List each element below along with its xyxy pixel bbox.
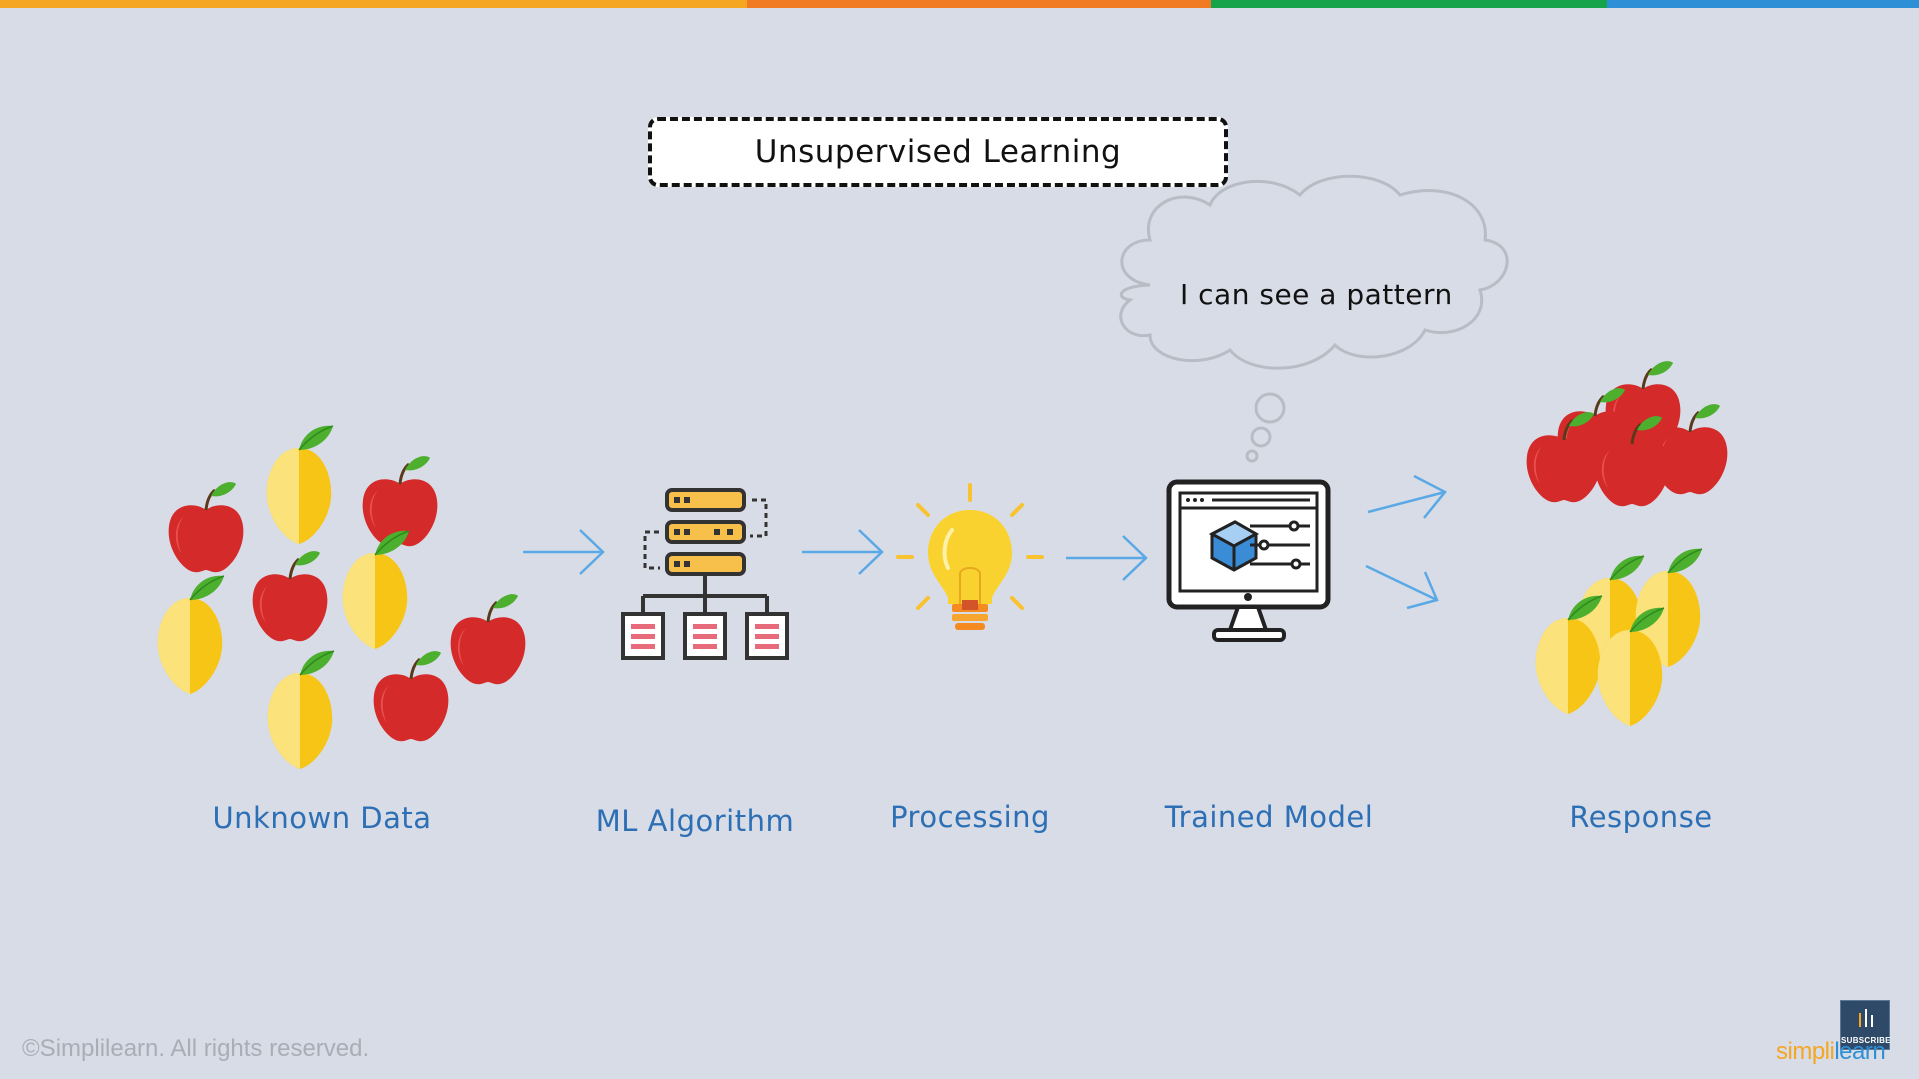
mango-icon [157, 574, 225, 695]
subscribe-icon [1859, 1009, 1873, 1027]
logo-part-learn: learn [1834, 1038, 1886, 1065]
simplilearn-logo: simplilearn [1776, 1038, 1886, 1066]
page-title: Unsupervised Learning [648, 117, 1228, 187]
arrow-down-right-icon [1365, 564, 1439, 610]
top-bar-green [1211, 0, 1607, 8]
arrow-right-icon [1066, 535, 1148, 581]
apple-icon [372, 649, 450, 743]
subscribe-label: SUBSCRIBE [1841, 1036, 1891, 1045]
server-network-icon [621, 488, 789, 660]
apple-icon [167, 480, 245, 574]
response-mangoes [1535, 547, 1703, 727]
label-ml-algorithm: ML Algorithm [595, 804, 795, 838]
top-bar-orange [0, 0, 747, 8]
apple-icon [251, 549, 329, 643]
label-trained-model: Trained Model [1164, 800, 1374, 834]
label-response: Response [1569, 800, 1713, 834]
mango-icon [342, 529, 410, 650]
logo-part-simpli: simpli [1776, 1038, 1835, 1065]
top-bar-darkorange [747, 0, 1211, 8]
top-bar-blue [1607, 0, 1919, 8]
response-apples [1525, 359, 1729, 508]
mango-icon [266, 424, 334, 545]
unknown-data-fruits [157, 424, 527, 770]
arrow-right-icon [523, 529, 605, 575]
arrow-up-right-icon [1367, 474, 1447, 519]
copyright-text: ©Simplilearn. All rights reserved. [22, 1035, 370, 1062]
thought-text: I can see a pattern [1180, 278, 1453, 311]
arrow-right-icon [802, 529, 884, 575]
subscribe-button[interactable]: SUBSCRIBE [1840, 1000, 1891, 1050]
mango-icon [267, 649, 335, 770]
computer-monitor-icon [1166, 479, 1331, 642]
thought-cloud-icon [1119, 174, 1509, 463]
lightbulb-icon [896, 483, 1044, 630]
apple-icon [449, 592, 527, 686]
label-unknown-data: Unknown Data [212, 801, 432, 835]
label-processing: Processing [890, 800, 1050, 834]
top-color-bar [0, 0, 1919, 8]
